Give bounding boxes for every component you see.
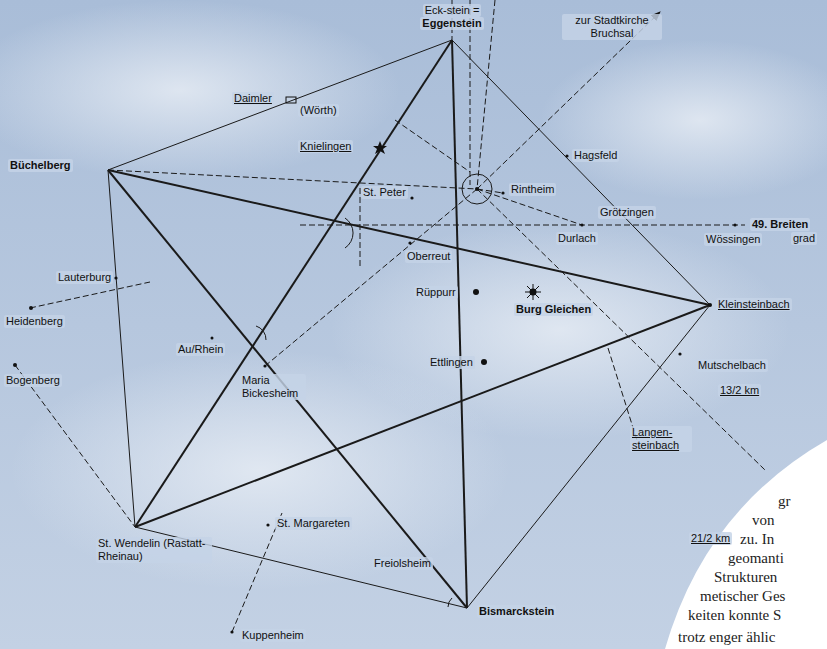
page-text: von [752, 511, 775, 529]
place-label: Freiolsheim [372, 557, 433, 570]
place-label: Lauterburg [56, 271, 113, 284]
place-label: 13/2 km [718, 384, 761, 397]
place-label: Grötzingen [598, 206, 656, 219]
place-label: St. Wendelin (Rastatt-Rheinau) [96, 537, 212, 563]
place-label: (Wörth) [298, 104, 339, 117]
place-label: Ettlingen [428, 356, 475, 369]
place-label: Mutschelbach [696, 359, 768, 372]
place-label: Burg Gleichen [514, 303, 593, 316]
place-label: Büchelberg [8, 159, 73, 172]
place-label: Eggenstein [420, 17, 483, 30]
place-label: Rüppurr [414, 286, 458, 299]
place-label: 21/2 km [689, 532, 732, 545]
place-label: Hagsfeld [572, 149, 619, 162]
place-label: Bogenberg [4, 374, 62, 387]
place-label: Heidenberg [4, 315, 65, 328]
place-label: Wössingen [704, 233, 762, 246]
place-label: Daimler [232, 92, 274, 105]
place-label: St. Peter [361, 186, 408, 199]
page-text: Strukturen [714, 568, 777, 586]
place-label: Kleinsteinbach [716, 298, 792, 311]
place-label: grad [791, 232, 817, 245]
place-label: Knielingen [298, 140, 353, 153]
page-text: keiten konnte S [688, 606, 781, 624]
place-label: Kuppenheim [240, 629, 306, 642]
page-text: gr [778, 492, 791, 510]
page-text: metischer Ges [700, 587, 785, 605]
place-label: zur Stadtkirche Bruchsal [562, 14, 662, 40]
place-label: Rintheim [509, 183, 556, 196]
page-text: trotz enger ählic [678, 628, 775, 646]
place-label: Eck-stein = [423, 4, 482, 17]
page-text: zu. In [740, 530, 774, 548]
place-label: Maria Bickesheim [240, 374, 306, 400]
place-label: Durlach [556, 232, 598, 245]
place-label: Langen- steinbach [630, 426, 692, 452]
place-label: Bismarckstein [477, 605, 556, 618]
page-text: geomanti [728, 549, 784, 567]
place-label: St. Margareten [275, 517, 352, 530]
place-label: 49. Breiten [750, 218, 810, 231]
place-label: Oberreut [405, 250, 452, 263]
place-label: Au/Rhein [176, 343, 225, 356]
